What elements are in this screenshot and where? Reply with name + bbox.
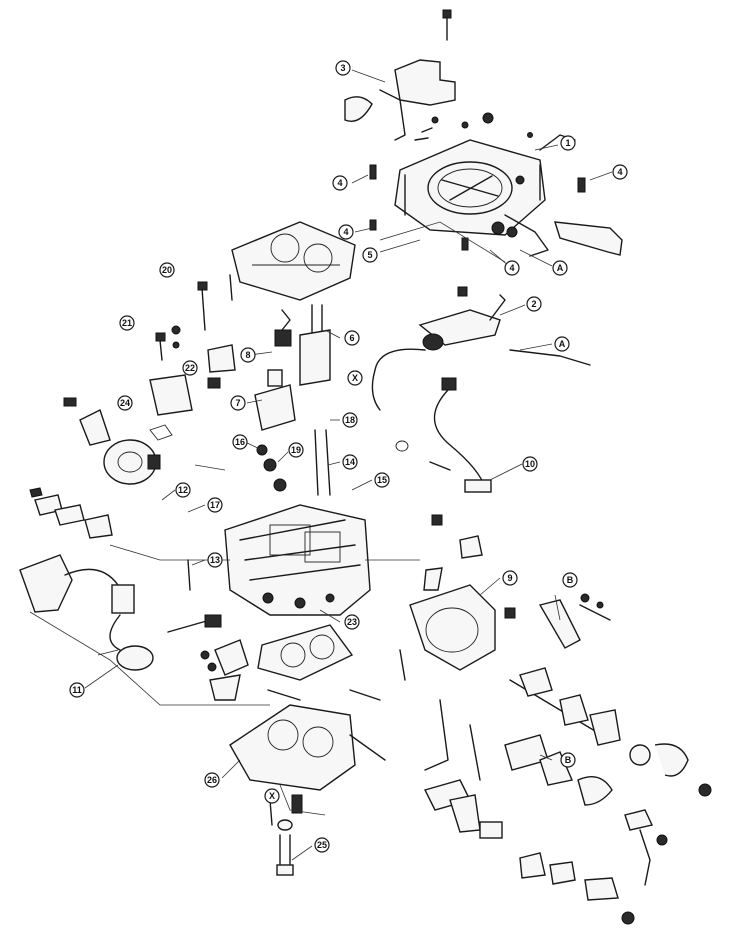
svg-text:A: A [559, 339, 566, 349]
svg-text:18: 18 [345, 415, 355, 425]
carburetor-main-body [187, 504, 371, 616]
callout-4-top-right: 4 [612, 164, 628, 180]
throttle-bolt [276, 819, 294, 876]
callout-9: 9 [502, 570, 518, 586]
svg-text:6: 6 [349, 333, 354, 343]
svg-text:12: 12 [178, 485, 188, 495]
callout-20: 20 [159, 262, 175, 278]
svg-text:26: 26 [207, 775, 217, 785]
svg-text:15: 15 [377, 475, 387, 485]
svg-text:19: 19 [291, 445, 301, 455]
svg-text:11: 11 [72, 685, 82, 695]
svg-text:14: 14 [345, 457, 355, 467]
callout-21: 21 [119, 315, 135, 331]
svg-text:4: 4 [337, 178, 342, 188]
leader-lines [29, 69, 613, 861]
float-bowl-components [254, 304, 331, 496]
svg-text:X: X [269, 791, 275, 801]
callout-23: 23 [344, 614, 360, 630]
svg-text:23: 23 [347, 617, 357, 627]
svg-text:22: 22 [185, 363, 195, 373]
callout-25: 25 [314, 837, 330, 853]
svg-text:9: 9 [507, 573, 512, 583]
callout-1: 1 [560, 135, 576, 151]
callout-18: 18 [342, 412, 358, 428]
choke-linkage-plate [539, 134, 623, 256]
callout-22: 22 [182, 360, 198, 376]
svg-text:4: 4 [343, 227, 348, 237]
accelerator-pump [63, 397, 161, 485]
callout-B-upper: B [562, 572, 578, 588]
callout-2: 2 [526, 296, 542, 312]
callout-5: 5 [362, 247, 378, 263]
base-gasket [257, 624, 354, 681]
svg-text:17: 17 [210, 500, 220, 510]
svg-text:A: A [557, 263, 564, 273]
svg-text:8: 8 [245, 350, 250, 360]
throttle-body [229, 689, 386, 826]
svg-text:7: 7 [235, 398, 240, 408]
small-hardware-bottom [519, 829, 651, 925]
air-horn-assembly [394, 139, 549, 257]
callout-17: 17 [207, 497, 223, 513]
callout-X-lower: X [264, 788, 280, 804]
jet-components [149, 274, 236, 441]
svg-text:5: 5 [367, 250, 372, 260]
svg-text:2: 2 [531, 299, 536, 309]
callout-X-upper: X [347, 370, 363, 386]
callout-A-upper: A [552, 260, 568, 276]
callout-15: 15 [374, 472, 390, 488]
needle-valve-parts [167, 614, 249, 701]
svg-text:24: 24 [120, 398, 130, 408]
callout-14: 14 [342, 454, 358, 470]
throttle-chamber [399, 514, 516, 681]
vacuum-diaphragm [371, 286, 591, 411]
solenoid-harness [395, 377, 492, 493]
callout-7: 7 [230, 395, 246, 411]
svg-text:16: 16 [235, 437, 245, 447]
svg-text:X: X [352, 373, 358, 383]
svg-text:20: 20 [162, 265, 172, 275]
callout-11: 11 [69, 682, 85, 698]
svg-text:B: B [567, 575, 574, 585]
svg-text:21: 21 [122, 318, 132, 328]
idle-solenoid-bracket [19, 554, 154, 671]
svg-text:1: 1 [565, 138, 570, 148]
svg-text:4: 4 [509, 263, 514, 273]
callout-26: 26 [204, 772, 220, 788]
callout-8: 8 [240, 347, 256, 363]
throttle-linkage [509, 593, 712, 797]
small-hardware-top [369, 112, 586, 251]
callout-4-left-lower: 4 [338, 224, 354, 240]
callout-4-left-upper: 4 [332, 175, 348, 191]
svg-text:3: 3 [340, 63, 345, 73]
callout-10: 10 [522, 456, 538, 472]
callout-16: 16 [232, 434, 248, 450]
air-horn-gasket [231, 221, 356, 301]
callout-6: 6 [344, 330, 360, 346]
svg-text:10: 10 [525, 459, 535, 469]
callout-B-lower: B [560, 752, 576, 768]
choke-bracket [344, 9, 456, 141]
callout-12: 12 [175, 482, 191, 498]
svg-text:4: 4 [617, 167, 622, 177]
callout-4-bottom: 4 [504, 260, 520, 276]
callout-13: 13 [207, 552, 223, 568]
svg-text:25: 25 [317, 840, 327, 850]
svg-text:B: B [565, 755, 572, 765]
callout-24: 24 [117, 395, 133, 411]
lever-arms [423, 699, 668, 846]
svg-text:13: 13 [210, 555, 220, 565]
small-gaskets-left [29, 487, 113, 539]
callout-3: 3 [335, 60, 351, 76]
callout-19: 19 [288, 442, 304, 458]
callout-A-lower: A [554, 336, 570, 352]
